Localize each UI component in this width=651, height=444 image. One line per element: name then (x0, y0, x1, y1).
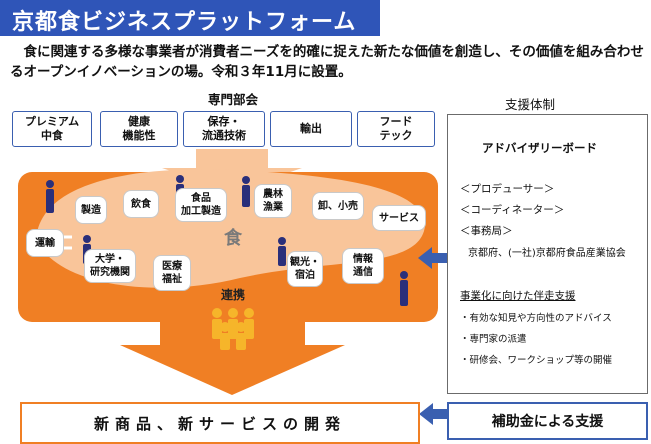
advisory-board-title: アドバイザリーボード (482, 141, 597, 155)
person-icon (278, 237, 286, 266)
committee-box-premium: プレミアム 中食 (12, 111, 92, 147)
accompany-item-experts: ・専門家の派遣 (460, 334, 527, 345)
node-information-communication: 情報 通信 (342, 248, 384, 284)
secretariat-members: 京都府、(一社)京都府食品産業協会 (468, 248, 626, 259)
accompany-item-advice: ・有効な知見や方向性のアドバイス (460, 313, 612, 324)
accompany-item-workshops: ・研修会、ワークショップ等の開催 (460, 355, 613, 366)
title-bar (0, 0, 380, 36)
role-coordinator: ＜コーディネーター＞ (460, 204, 565, 216)
node-restaurant: 飲食 (123, 190, 159, 218)
person-icon (46, 180, 54, 213)
committee-box-health: 健康 機能性 (100, 111, 178, 147)
person-icon (400, 271, 408, 306)
node-tourism-lodging: 観光・ 宿泊 (287, 251, 323, 287)
support-panel (447, 114, 648, 394)
support-label: 支援体制 (505, 97, 556, 112)
person-icon (242, 176, 250, 207)
node-wholesale-retail: 卸、小売 (312, 192, 364, 220)
committee-label: 専門部会 (208, 92, 259, 107)
center-label-food: 食 (224, 228, 242, 249)
page-title: 京都食ビジネスプラットフォーム (12, 10, 357, 35)
node-agriculture-fishery: 農林 漁業 (254, 184, 292, 218)
collaboration-group-icon (212, 308, 254, 350)
node-manufacturing: 製造 (75, 196, 107, 224)
arrow-left-upper (418, 247, 447, 269)
node-food-processing: 食品 加工製造 (175, 188, 227, 222)
down-arrow-bottom (120, 322, 345, 395)
role-secretariat: ＜事務局＞ (460, 225, 513, 237)
node-service: サービス (372, 205, 426, 231)
subsidy-box: 補助金による支援 (447, 402, 648, 440)
intro-text: 食に関連する多様な事業者が消費者ニーズを的確に捉えた新たな価値を創造し、その価値… (10, 44, 644, 80)
collab-label: 連携 (221, 288, 246, 302)
role-producer: ＜プロデューサー＞ (460, 183, 555, 195)
committee-box-preservation: 保存・ 流通技術 (183, 111, 265, 147)
node-transport: 運輸 (26, 229, 64, 257)
node-medical-welfare: 医療 福祉 (153, 255, 191, 291)
committee-box-export: 輸出 (270, 111, 352, 147)
accompany-title: 事業化に向けた伴走支援 (460, 290, 576, 302)
node-university-research: 大学・ 研究機関 (84, 249, 136, 283)
arrow-left-lower (419, 403, 447, 425)
outcome-box: 新商品、新サービスの開発 (20, 402, 420, 444)
committee-box-foodtech: フード テック (357, 111, 435, 147)
